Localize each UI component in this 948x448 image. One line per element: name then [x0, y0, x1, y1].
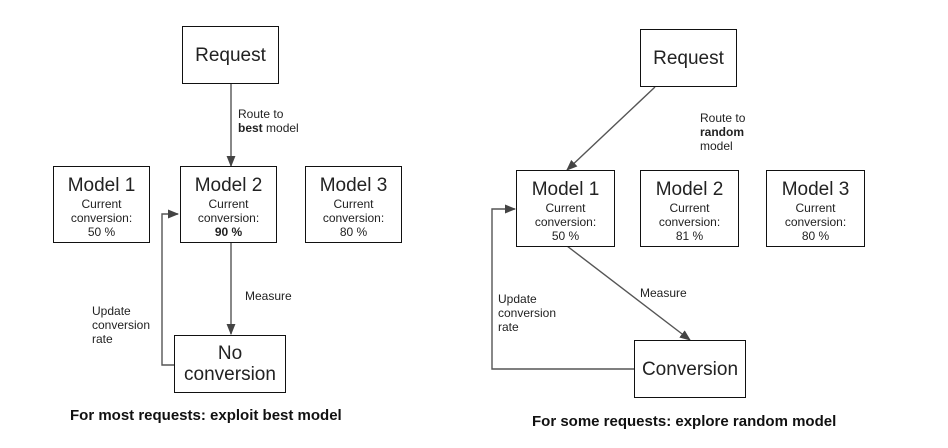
model-value: 50 % — [87, 225, 116, 239]
left-no-conversion-box: No conversion — [174, 335, 286, 393]
left-request-box: Request — [182, 26, 279, 84]
right-request-label: Request — [653, 48, 724, 69]
left-model-1-box: Model 1 Current conversion: 50 % — [53, 166, 150, 243]
model-sub: Current conversion: — [197, 197, 260, 225]
right-route-arrow — [566, 86, 656, 171]
left-update-arrow — [161, 209, 180, 366]
model-name: Model 3 — [781, 179, 850, 200]
right-model-2-box: Model 2 Current conversion: 81 % — [640, 170, 739, 247]
right-update-arrow — [491, 204, 634, 370]
model-sub: Current conversion: — [322, 197, 385, 225]
model-value: 80 % — [801, 229, 830, 243]
right-model-3-box: Model 3 Current conversion: 80 % — [766, 170, 865, 247]
model-value: 90 % — [214, 225, 243, 239]
left-update-label: Update conversion rate — [92, 304, 151, 346]
model-sub: Current conversion: — [658, 201, 721, 229]
left-route-label: Route to best model — [238, 107, 299, 135]
right-model-1-box: Model 1 Current conversion: 50 % — [516, 170, 615, 247]
left-measure-label: Measure — [245, 289, 292, 303]
right-update-label: Update conversion rate — [498, 292, 557, 334]
right-request-box: Request — [640, 29, 737, 87]
model-value: 80 % — [339, 225, 368, 239]
model-name: Model 2 — [194, 175, 263, 196]
left-caption: For most requests: exploit best model — [70, 407, 342, 424]
left-model-3-box: Model 3 Current conversion: 80 % — [305, 166, 402, 243]
model-name: Model 2 — [655, 179, 724, 200]
model-value: 81 % — [675, 229, 704, 243]
model-name: Model 1 — [531, 179, 600, 200]
right-route-label: Route to random model — [700, 111, 746, 153]
right-caption: For some requests: explore random model — [532, 413, 837, 430]
model-name: Model 1 — [67, 175, 136, 196]
model-sub: Current conversion: — [70, 197, 133, 225]
model-sub: Current conversion: — [534, 201, 597, 229]
model-value: 50 % — [551, 229, 580, 243]
left-model-2-box: Model 2 Current conversion: 90 % — [180, 166, 277, 243]
left-request-label: Request — [195, 45, 266, 66]
model-name: Model 3 — [319, 175, 388, 196]
right-measure-arrow — [566, 245, 691, 341]
model-sub: Current conversion: — [784, 201, 847, 229]
right-measure-label: Measure — [640, 286, 687, 300]
right-conversion-box: Conversion — [634, 340, 746, 398]
